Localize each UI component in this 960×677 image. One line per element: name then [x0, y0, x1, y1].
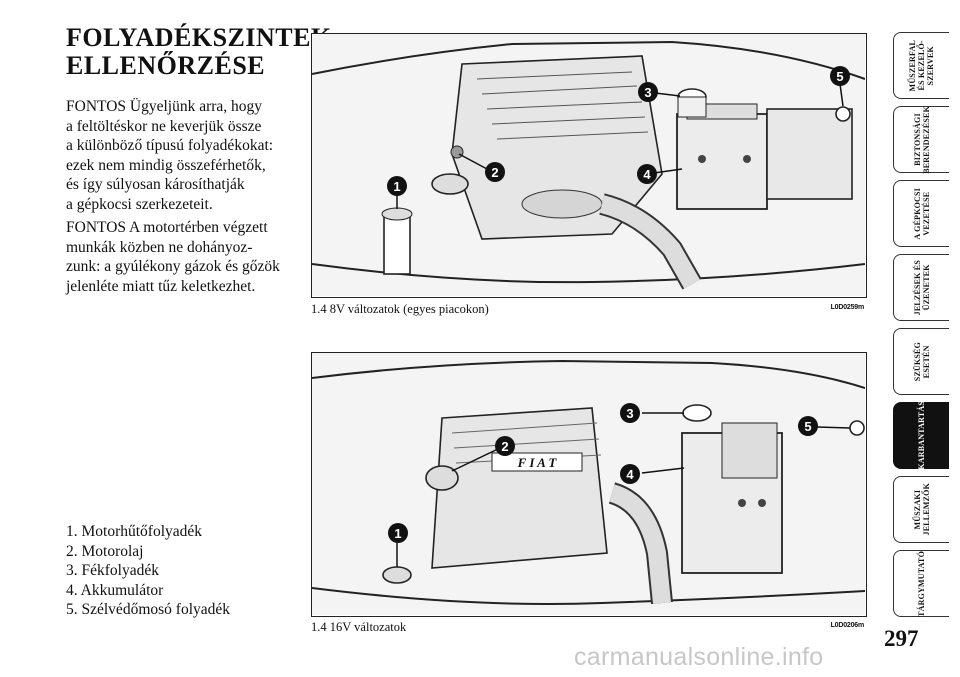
svg-text:4: 4	[643, 167, 651, 182]
tab-label: BIZTONSÁGI BERENDEZÉSEK	[912, 105, 931, 174]
warning-1-line-1: Ügyeljünk arra, hogy	[129, 98, 263, 115]
tab-maintenance[interactable]: KARBANTARTÁS	[893, 401, 949, 470]
legend-item: 3. Fékfolyadék	[66, 562, 159, 579]
brake-fluid-reservoir	[682, 404, 712, 422]
coolant-reservoir	[382, 566, 412, 584]
title-line-1: FOLYADÉKSZINTEK	[66, 23, 332, 52]
svg-text:2: 2	[491, 165, 498, 180]
engine-bay-figure-8v: 1 2 3 4 5	[311, 33, 867, 298]
tab-label: KARBANTARTÁS	[917, 401, 926, 470]
engine-cover: F I A T	[431, 407, 608, 569]
watermark: carmanualsonline.info	[574, 643, 824, 671]
warning-2-line-3: zunk: a gyúlékony gázok és gőzök	[66, 258, 280, 275]
page-title: FOLYADÉKSZINTEK ELLENŐRZÉSE	[66, 24, 331, 80]
callout-2: 2	[495, 436, 515, 456]
warning-2-line-4: jelenléte miatt tűz keletkezhet.	[66, 277, 256, 295]
warning-lead-2: FONTOS	[66, 219, 127, 236]
engine-bay-figure-16v: F I A T 1 2 3 4 5	[311, 352, 867, 617]
warning-paragraph-2: FONTOS A motortérben végzett munkák közb…	[66, 218, 306, 296]
callout-3: 3	[638, 82, 658, 102]
warning-1-line-6: a gépkocsi szerkezeteit.	[66, 195, 213, 213]
warning-2-line-1: A motortérben végzett	[129, 219, 268, 236]
tab-safety[interactable]: BIZTONSÁGI BERENDEZÉSEK	[893, 106, 949, 173]
legend-item: 2. Motorolaj	[66, 542, 144, 560]
callout-4: 4	[620, 464, 640, 484]
tab-emergency[interactable]: SZÜKSÉG ESETÉN	[893, 328, 949, 395]
tab-label: A GÉPKOCSI VEZETÉSE	[912, 187, 931, 240]
fiat-badge: F I A T	[491, 452, 583, 472]
callout-5: 5	[830, 66, 850, 86]
warning-1-line-4: ezek nem mindig összeférhetők,	[66, 156, 266, 174]
battery	[681, 422, 783, 574]
legend-item: 1. Motorhűtőfolyadék	[66, 523, 203, 540]
coolant-reservoir	[381, 207, 413, 275]
oil-filler-cap	[431, 145, 469, 195]
callout-1: 1	[388, 523, 408, 543]
fuse-box	[766, 108, 853, 200]
warning-1-line-3: a különböző típusú folyadékokat:	[66, 137, 274, 154]
tab-label: TÁRGYMUTATÓ	[917, 550, 926, 617]
svg-text:5: 5	[804, 419, 811, 434]
washer-fluid-cap	[835, 106, 851, 122]
warning-1-line-5: és így súlyosan károsíthatják	[66, 176, 245, 193]
tab-warnings[interactable]: JELZÉSEK ÉS ÜZENETEK	[893, 254, 949, 321]
svg-text:5: 5	[836, 69, 843, 84]
air-intake-hose	[599, 193, 702, 290]
svg-text:F I A T: F I A T	[517, 455, 558, 470]
tab-label: MŰSZERFAL ÉS KEZELŐ- SZERVEK	[908, 39, 935, 92]
figure-code-16v: L0D0206m	[830, 622, 865, 629]
warning-lead-1: FONTOS	[66, 98, 127, 115]
svg-text:3: 3	[644, 85, 651, 100]
engine-bay-illustration-16v: F I A T 1 2 3 4 5	[312, 353, 865, 615]
component-legend: 1. Motorhűtőfolyadék 2. Motorolaj 3. Fék…	[66, 522, 230, 620]
figure-code-8v: L0D0259m	[830, 304, 865, 311]
tab-instrument-panel[interactable]: MŰSZERFAL ÉS KEZELŐ- SZERVEK	[893, 32, 949, 99]
oil-filler-cap	[425, 465, 459, 491]
callout-2: 2	[485, 162, 505, 182]
legend-item: 4. Akkumulátor	[66, 581, 164, 599]
page-number: 297	[884, 626, 919, 651]
air-intake-hose	[608, 482, 673, 605]
svg-text:3: 3	[626, 406, 633, 421]
figure-caption-8v: 1.4 8V változatok (egyes piacokon)	[311, 302, 489, 316]
callout-4: 4	[637, 164, 657, 184]
svg-text:2: 2	[501, 439, 508, 454]
warning-2-line-2: munkák közben ne dohányoz-	[66, 238, 253, 256]
svg-text:1: 1	[394, 526, 401, 541]
callout-3: 3	[620, 403, 640, 423]
battery	[676, 103, 768, 210]
title-line-2: ELLENŐRZÉSE	[66, 51, 266, 80]
washer-fluid-cap	[849, 420, 865, 436]
brake-fluid-reservoir	[677, 88, 707, 118]
warning-1-line-2: a feltöltéskor ne keverjük össze	[66, 117, 262, 135]
tab-label: MŰSZAKI JELLEMZŐK	[912, 483, 931, 536]
callout-5: 5	[798, 416, 818, 436]
tab-label: SZÜKSÉG ESETÉN	[912, 341, 931, 382]
tab-driving[interactable]: A GÉPKOCSI VEZETÉSE	[893, 180, 949, 247]
legend-item: 5. Szélvédőmosó folyadék	[66, 601, 231, 618]
warning-paragraph-1: FONTOS Ügyeljünk arra, hogy a feltöltésk…	[66, 97, 306, 214]
figure-caption-16v: 1.4 16V változatok	[311, 620, 407, 634]
svg-text:1: 1	[393, 179, 400, 194]
tab-technical-data[interactable]: MŰSZAKI JELLEMZŐK	[893, 476, 949, 543]
svg-text:4: 4	[626, 467, 634, 482]
tab-label: JELZÉSEK ÉS ÜZENETEK	[912, 259, 931, 316]
callout-1: 1	[387, 176, 407, 196]
engine-bay-illustration-8v: 1 2 3 4 5	[312, 34, 865, 296]
tab-index[interactable]: TÁRGYMUTATÓ	[893, 550, 949, 617]
